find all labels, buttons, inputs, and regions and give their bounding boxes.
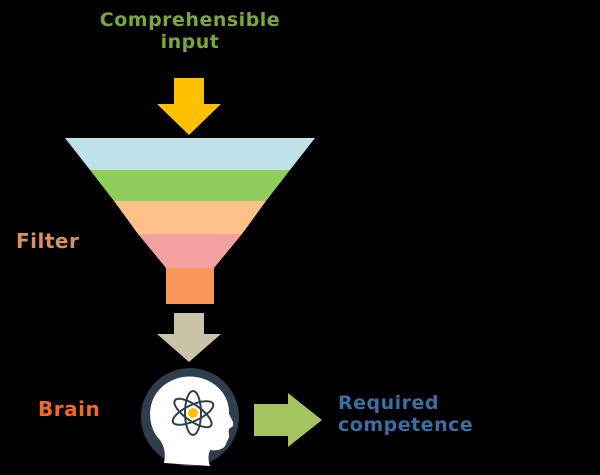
filter-arrow-icon [157,313,221,362]
atom-orbit [173,397,213,429]
filter-label: Filter [16,229,80,253]
funnel-spout [166,268,214,304]
funnel-band-top [65,138,315,170]
atom-orbit [184,390,202,436]
funnel-band-fourth [138,234,242,268]
output-label: Required competence [338,392,474,436]
funnel-band-second [90,170,290,201]
brain-label: Brain [38,397,101,421]
atom-nucleus [188,408,198,418]
head-atom-icon [150,376,234,466]
atom-orbit [171,400,215,426]
output-arrow-icon [254,393,322,447]
input-label: Comprehensible input [99,9,281,53]
funnel-band-third [114,201,266,234]
input-arrow-icon [157,78,221,135]
